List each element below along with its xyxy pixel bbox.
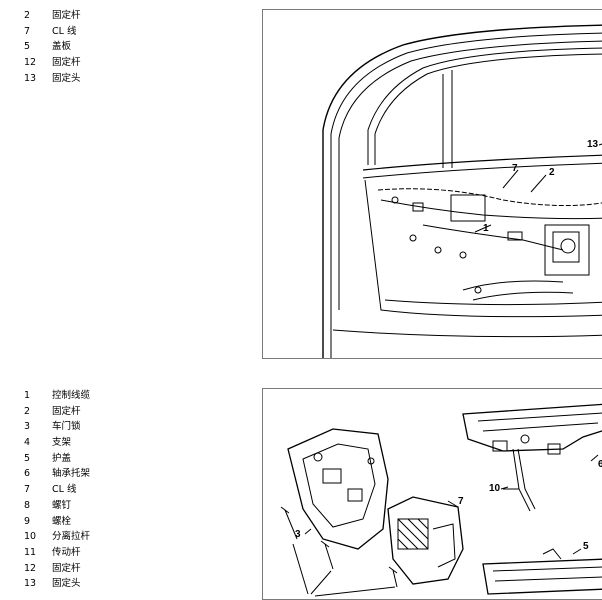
legend-label: 固定杆 bbox=[52, 562, 81, 574]
legend-label: CL 线 bbox=[52, 25, 77, 37]
lock-assembly-figure: 3 7 10 5 6 bbox=[262, 388, 602, 600]
callout-7: 7 bbox=[458, 496, 464, 507]
legend-label: 护盖 bbox=[52, 452, 72, 464]
rear-door-figure: 7 2 1 13 bbox=[262, 9, 602, 359]
legend-label: 传动杆 bbox=[52, 546, 81, 558]
legend-number: 6 bbox=[24, 468, 31, 480]
legend-number: 9 bbox=[24, 515, 31, 527]
legend-number: 8 bbox=[24, 499, 31, 511]
legend-label: 固定头 bbox=[52, 72, 81, 84]
legend-label: 支架 bbox=[52, 437, 72, 449]
callout-13: 13 bbox=[587, 139, 599, 150]
legend-number: 2 bbox=[24, 10, 31, 21]
legend-number: 2 bbox=[24, 405, 31, 417]
legend-number: 12 bbox=[24, 562, 37, 574]
rear-door-drawing: 7 2 1 13 bbox=[322, 24, 602, 358]
legend-label: 车门锁 bbox=[52, 421, 81, 433]
legend-number: 7 bbox=[24, 25, 31, 37]
legend-label: 分离拉杆 bbox=[52, 531, 91, 543]
callout-5: 5 bbox=[583, 541, 589, 552]
lock-assembly-drawing: 3 7 10 5 6 bbox=[280, 403, 602, 597]
callout-1: 1 bbox=[483, 223, 489, 234]
legend-number: 1 bbox=[24, 390, 31, 401]
legend-label: 螺钉 bbox=[52, 499, 72, 511]
callout-3: 3 bbox=[295, 529, 301, 540]
legend-number: 7 bbox=[24, 484, 31, 496]
legend-label: 固定杆 bbox=[52, 10, 81, 21]
callout-2: 2 bbox=[549, 167, 555, 178]
legend-number: 4 bbox=[24, 437, 31, 449]
callout-10: 10 bbox=[489, 483, 501, 494]
legend-number: 10 bbox=[24, 531, 37, 543]
legend-label: 固定头 bbox=[52, 578, 81, 590]
legend-number: 12 bbox=[24, 57, 37, 69]
legend-number: 13 bbox=[24, 578, 37, 590]
legend-number: 13 bbox=[24, 72, 37, 84]
callout-6: 6 bbox=[598, 459, 602, 470]
legend-number: 5 bbox=[24, 41, 31, 53]
legend-label: 固定杆 bbox=[52, 405, 81, 417]
legend-number: 5 bbox=[24, 452, 31, 464]
callout-7: 7 bbox=[512, 163, 518, 174]
legend-number: 3 bbox=[24, 421, 31, 433]
legend-label: 螺栓 bbox=[52, 515, 72, 527]
legend-number: 11 bbox=[24, 546, 37, 558]
legend-label: CL 线 bbox=[52, 484, 77, 496]
legend-label: 轴承托架 bbox=[52, 468, 91, 480]
legend-label: 固定杆 bbox=[52, 57, 81, 69]
legend-label: 盖板 bbox=[52, 41, 72, 53]
legend-label: 控制线缆 bbox=[52, 390, 91, 401]
